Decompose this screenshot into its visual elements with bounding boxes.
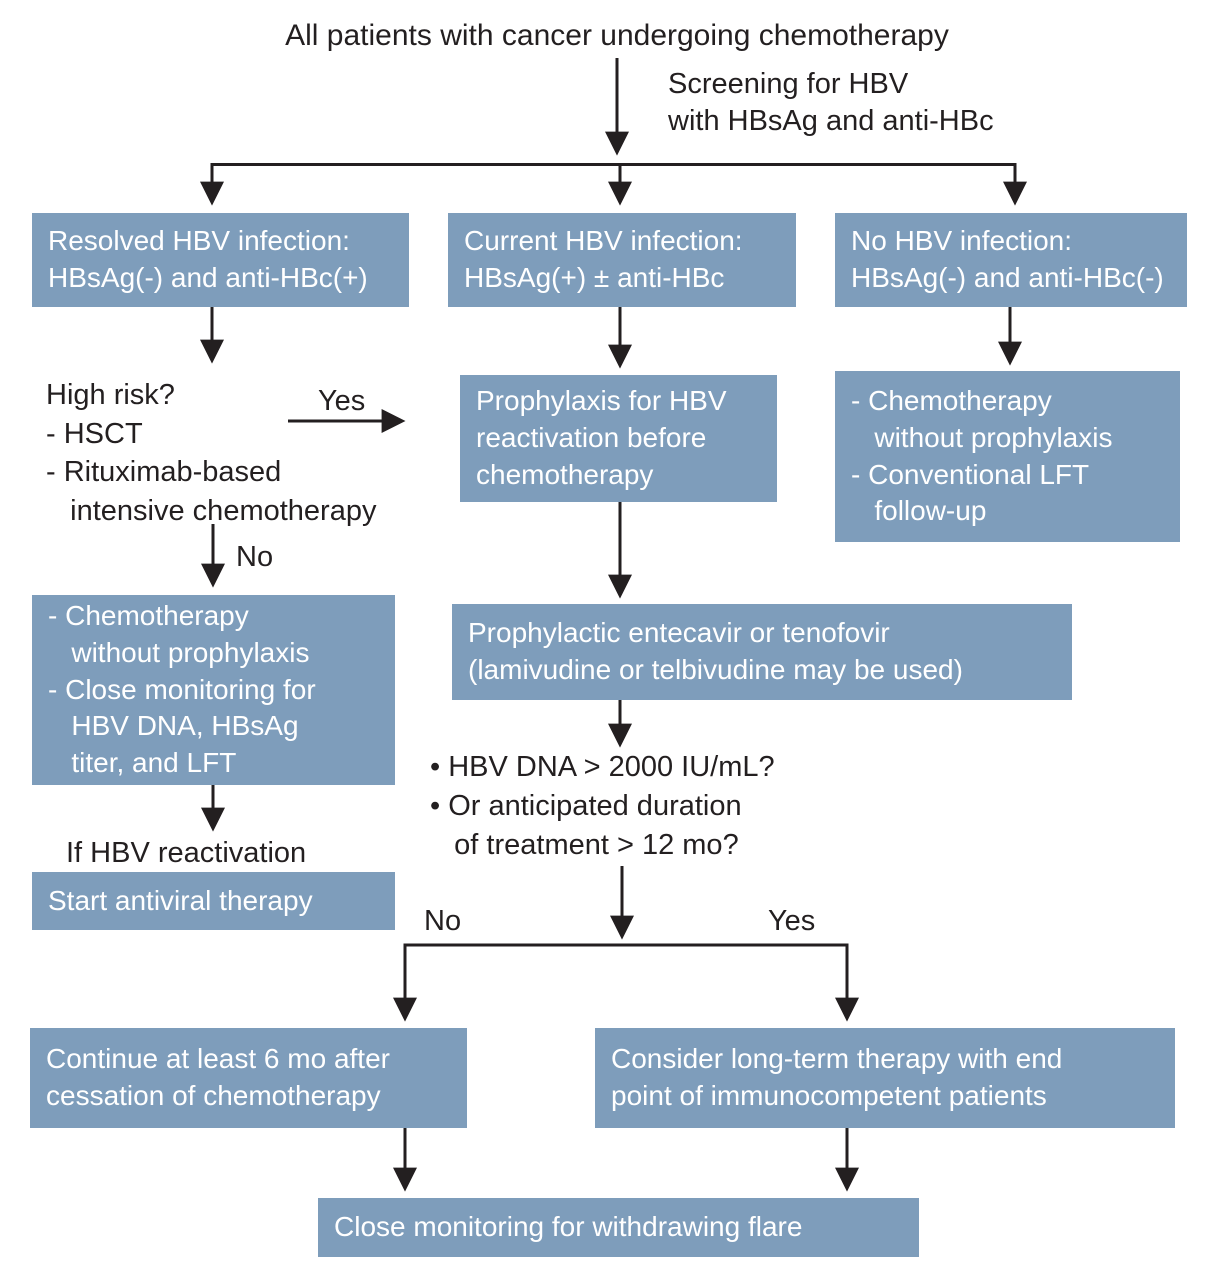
node-continue-6mo: Continue at least 6 mo after cessation o… — [30, 1028, 467, 1128]
node-long-term-therapy: Consider long-term therapy with end poin… — [595, 1028, 1175, 1128]
node-resolved-hbv-infection: Resolved HBV infection: HBsAg(-) and ant… — [32, 213, 409, 307]
node-chemo-close-monitoring: - Chemotherapy without prophylaxis - Clo… — [32, 595, 395, 785]
node-prophylactic-entecavir: Prophylactic entecavir or tenofovir (lam… — [452, 604, 1072, 700]
high-risk-no-label: No — [236, 541, 274, 573]
node-close-monitoring-flare: Close monitoring for withdrawing flare — [318, 1198, 919, 1257]
node-prophylaxis-before-chemo: Prophylaxis for HBV reactivation before … — [460, 375, 777, 502]
node-start-antiviral-therapy: Start antiviral therapy — [32, 872, 395, 930]
hbv-dna-question: • HBV DNA > 2000 IU/mL? • Or anticipated… — [430, 751, 775, 861]
node-current-hbv-infection: Current HBV infection: HBsAg(+) ± anti-H… — [448, 213, 796, 307]
high-risk-yes-label: Yes — [318, 385, 366, 417]
node-no-hbv-infection: No HBV infection: HBsAg(-) and anti-HBc(… — [835, 213, 1187, 307]
screening-label: Screening for HBV with HBsAg and anti-HB… — [668, 68, 994, 138]
if-hbv-reactivation-label: If HBV reactivation — [66, 837, 307, 869]
high-risk-question: High risk? - HSCT - Rituximab-based inte… — [46, 379, 377, 527]
duration-no-label: No — [424, 905, 462, 937]
diagram-title: All patients with cancer undergoing chem… — [285, 19, 949, 52]
node-chemo-without-prophylaxis-lft: - Chemotherapy without prophylaxis - Con… — [835, 371, 1180, 542]
duration-yes-label: Yes — [768, 905, 816, 937]
